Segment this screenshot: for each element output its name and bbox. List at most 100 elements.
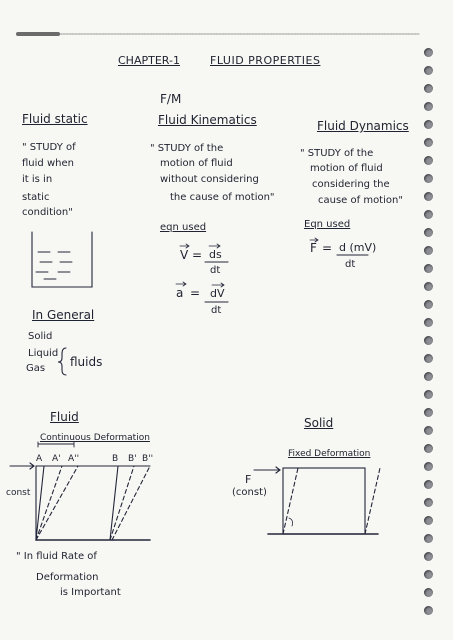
fluids-label: fluids [70,355,103,369]
binding-hole [424,408,433,417]
force-arrow [253,466,281,474]
state-item: Gas [26,363,46,374]
binding-hole [424,516,433,525]
acceleration-symbol: a [176,286,184,300]
fluid-diagram-title: Fluid [50,410,79,424]
line-b-prime [109,465,135,541]
vector-arrow [211,282,225,288]
liquid-dashes [35,251,73,280]
binding-hole [424,480,433,489]
fluid-kinematics-title: Fluid Kinematics [158,113,257,127]
equals-sign: = [192,248,203,262]
binding-hole [424,444,433,453]
binding-hole [424,336,433,345]
binding-hole [424,120,433,129]
chapter-topic: FLUID PROPERTIES [210,54,321,67]
binding-hole [424,588,433,597]
binding-hole [424,498,433,507]
vector-arrow [208,243,221,249]
dynamics-denominator: dt [345,259,356,270]
solid-force-symbol: F [245,473,252,486]
note-line: is Important [60,587,121,598]
dynamics-eqn-label: Eqn used [304,219,351,230]
binding-hole [424,606,433,615]
binding-hole [424,462,433,471]
eq1-numerator: ds [209,248,222,261]
line-a [35,465,45,541]
binding-hole [424,570,433,579]
brace [57,347,67,376]
binding-hole [424,138,433,147]
fluid-kinematics-definition-line: " STUDY of the [150,143,224,154]
chapter-label: CHAPTER-1 [118,54,180,67]
fluid-static-definition-line: it is in [22,174,53,185]
binding-hole [424,84,433,93]
fluid-kinematics-definition-line: motion of fluid [160,158,233,169]
point-label: A' [52,454,61,464]
binding-hole [424,228,433,237]
binding-hole [424,192,433,201]
point-label: A'' [68,454,80,464]
fluid-diagram-subtitle: Continuous Deformation [40,433,150,443]
binding-hole [424,264,433,273]
vector-arrow [175,281,187,287]
binding-hole [424,426,433,435]
note-line: Deformation [36,572,99,583]
in-general-title: In General [32,308,95,322]
binding-hole [424,300,433,309]
fluid-dynamics-definition-line: motion of fluid [310,163,383,174]
eq2-numerator: dV [210,287,225,300]
fluid-dynamics-definition-line: cause of motion" [318,195,403,206]
fluid-static-definition-line: " STUDY of [22,142,76,153]
binding-hole [424,66,433,75]
state-item: Solid [28,331,53,342]
fluid-static-title: Fluid static [22,112,88,126]
point-label: B' [128,454,137,464]
solid-diagram-title: Solid [304,416,334,430]
line-a-double-prime [35,465,79,541]
force-symbol: F [310,241,317,255]
equals-sign: = [190,286,201,300]
binding-hole [424,210,433,219]
eq1-denominator: dt [210,265,221,276]
binding-hole [424,282,433,291]
binding-hole [424,246,433,255]
velocity-symbol: V [180,248,189,262]
fluid-kinematics-definition-line: the cause of motion" [170,192,275,203]
binding-hole [424,372,433,381]
kinematics-eqn-label: eqn used [160,222,207,233]
const-label: const [6,488,31,498]
fluid-dynamics-title: Fluid Dynamics [317,119,409,133]
point-label: B'' [142,454,154,464]
equals-sign: = [322,241,333,255]
binding-hole [424,48,433,57]
line-a-prime [35,465,63,541]
point-label: A [36,454,43,464]
point-label: B [112,454,119,464]
binding-hole [424,354,433,363]
fluid-dynamics-definition-line: " STUDY of the [300,148,374,159]
container-sketch [31,231,93,288]
solid-diagram-subtitle: Fixed Deformation [288,449,371,459]
fluid-dynamics-definition-line: considering the [312,179,390,190]
dynamics-numerator: d (mV) [339,241,377,254]
binding-hole [424,534,433,543]
fluid-static-definition-line: fluid when [22,158,74,169]
note-line: " In fluid Rate of [16,551,97,562]
binding-hole [424,102,433,111]
angle-mark [288,517,293,527]
deformed-edge [282,467,299,535]
binding-hole [424,318,433,327]
vector-arrow [309,237,319,243]
binding-hole [424,552,433,561]
fluid-static-definition-line: static [22,192,50,203]
fluid-kinematics-definition-line: without considering [160,174,259,185]
deformation-span [37,441,75,448]
binding-hole [424,174,433,183]
line-b-double-prime [111,465,151,541]
state-item: Liquid [28,348,59,359]
fm-label: F/M [160,92,182,106]
binding-hole [424,390,433,399]
force-arrow [9,462,35,470]
